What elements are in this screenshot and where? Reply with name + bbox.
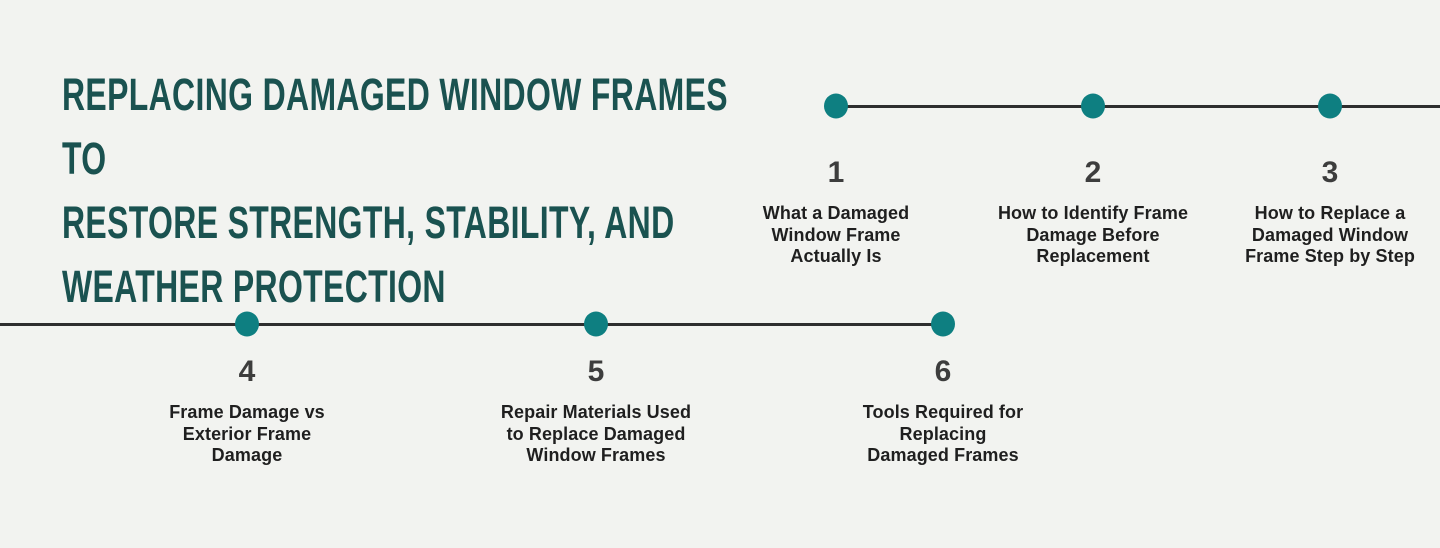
timeline-dot-6 [931,311,955,337]
timeline-dot-2 [1081,93,1105,119]
step-label: What a Damaged Window Frame Actually Is [762,203,910,266]
timeline-step-1: 1 What a Damaged Window Frame Actually I… [741,155,931,268]
step-number: 4 [238,355,256,388]
step-label: How to Identify Frame Damage Before Repl… [997,203,1189,266]
timeline-dot-1 [824,93,848,119]
step-label: How to Replace a Damaged Window Frame St… [1245,203,1415,266]
timeline-line-top [836,105,1440,108]
timeline-dot-5 [584,311,608,337]
page-title: REPLACING DAMAGED WINDOW FRAMES TO RESTO… [62,69,728,312]
timeline-step-6: 6 Tools Required for Replacing Damaged F… [843,354,1043,467]
timeline-step-5: 5 Repair Materials Used to Replace Damag… [481,354,711,467]
timeline-dot-4 [235,311,259,337]
step-number: 2 [1084,156,1102,189]
step-number: 6 [934,355,952,388]
step-label: Frame Damage vs Exterior Frame Damage [169,402,325,465]
timeline-line-bottom [0,323,943,326]
timeline-step-3: 3 How to Replace a Damaged Window Frame … [1225,155,1435,268]
timeline-dot-3 [1318,93,1342,119]
step-label: Repair Materials Used to Replace Damaged… [500,402,692,465]
timeline-step-2: 2 How to Identify Frame Damage Before Re… [978,155,1208,268]
step-number: 1 [827,156,845,189]
timeline-step-4: 4 Frame Damage vs Exterior Frame Damage [152,354,342,467]
step-label: Tools Required for Replacing Damaged Fra… [862,402,1024,465]
step-number: 3 [1321,156,1339,189]
step-number: 5 [587,355,605,388]
